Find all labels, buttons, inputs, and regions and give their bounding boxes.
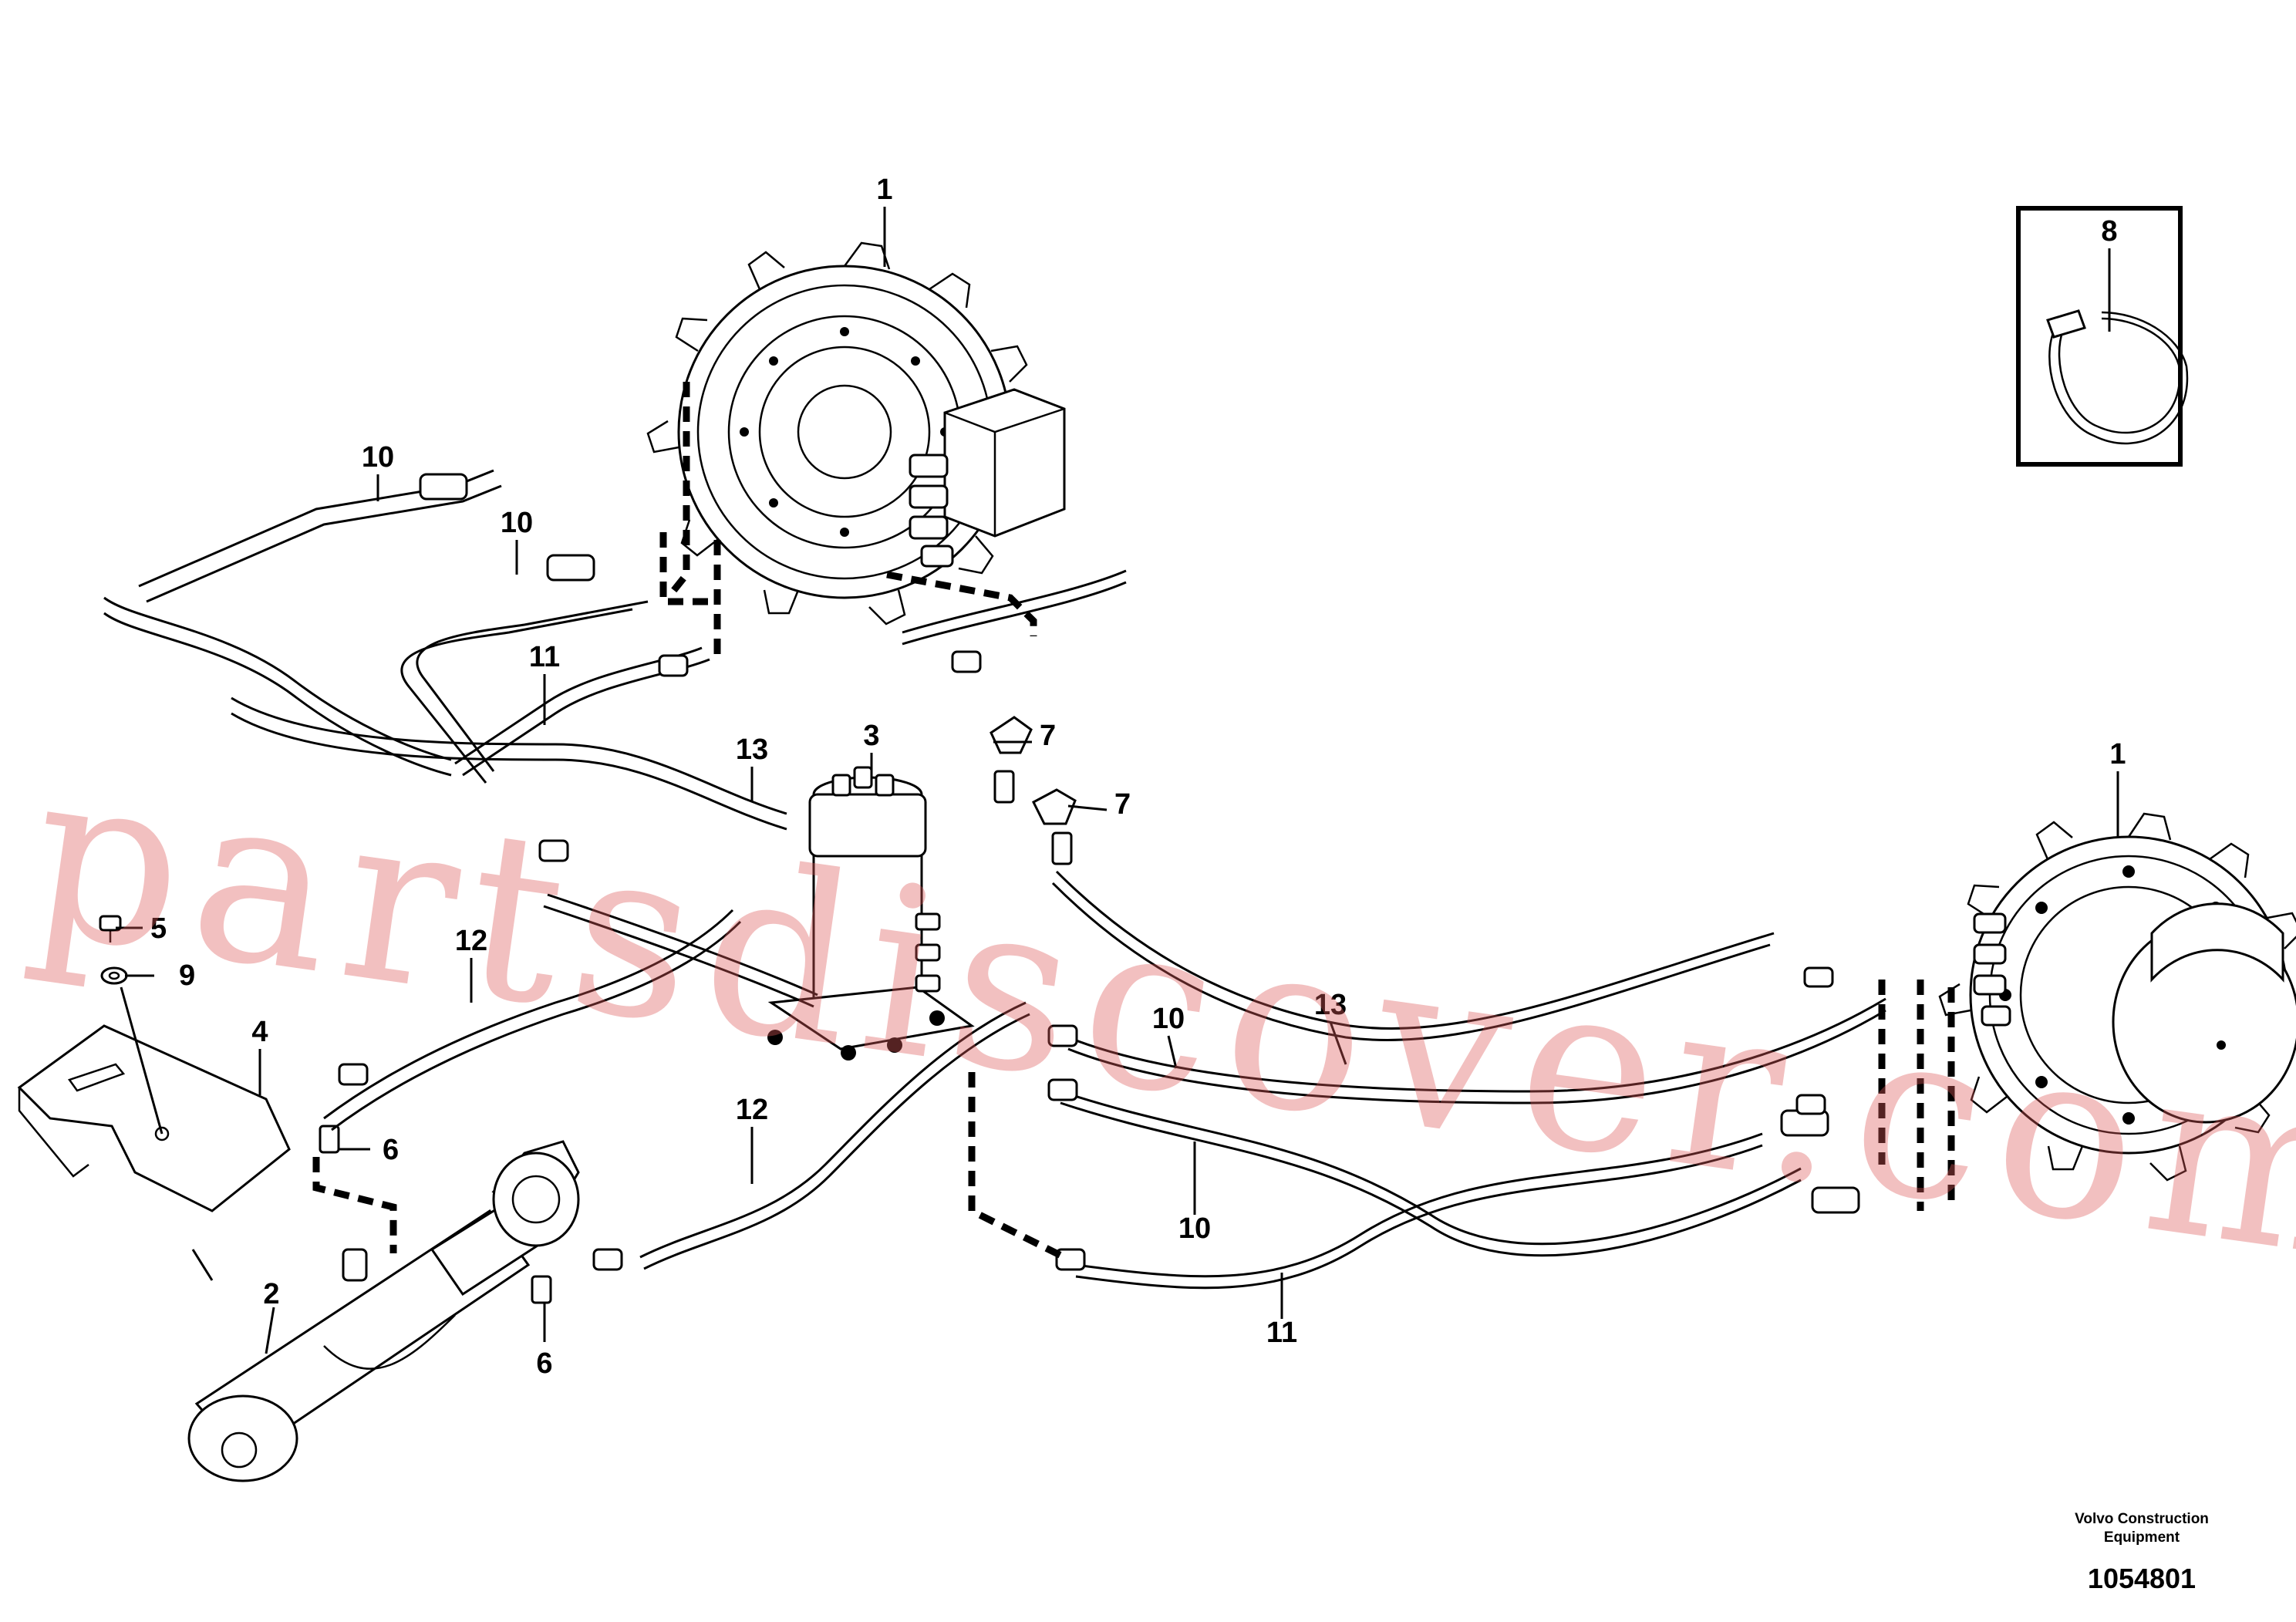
travel-motor-top: [646, 241, 1066, 626]
callout-10-upper-hose-a: 10: [362, 441, 394, 474]
elbow-fitting-item-7-top: [990, 716, 1033, 804]
callout-13-right-pipe: 13: [1314, 989, 1347, 1021]
hydraulic-cylinder: [187, 1140, 580, 1482]
callout-6-fitting-left: 6: [383, 1134, 399, 1166]
washer-item-9: [100, 966, 128, 985]
manufacturer-line-1: Volvo Construction: [2075, 1511, 2209, 1527]
callout-7-elbow-lower: 7: [1114, 788, 1131, 821]
elbow-fitting-item-7-lower: [1032, 788, 1077, 865]
callout-10-lower-hose-b: 10: [1178, 1212, 1211, 1245]
callout-8-cable-tie: 8: [2101, 215, 2117, 248]
fitting-item-6-left: [319, 1125, 340, 1154]
hose-lines: [103, 469, 1886, 1290]
callout-7-elbow-top: 7: [1040, 720, 1056, 752]
callout-2-cylinder: 2: [263, 1278, 279, 1310]
callout-6-fitting-bottom: 6: [536, 1347, 552, 1380]
leader-lines: [116, 207, 2119, 1354]
callout-9-washer: 9: [179, 959, 195, 992]
callout-5-bolt: 5: [150, 912, 167, 945]
callout-labels: 1 1 8 3 10 10 11 13 7 7 13 10 10 11 12 1…: [150, 174, 2126, 1380]
callout-11-lower-hose: 11: [1266, 1317, 1297, 1349]
callout-10-lower-hose-a: 10: [1152, 1003, 1185, 1035]
callout-12-left-hose: 12: [455, 925, 487, 957]
motor-valve-block-top: [909, 388, 1066, 568]
guard-plate: [17, 1024, 291, 1212]
callout-1-top-sprocket: 1: [876, 174, 892, 206]
callout-4-guard-plate: 4: [251, 1016, 268, 1048]
callout-13-left-pipe: 13: [736, 733, 768, 766]
cable-tie-item-8: [2046, 309, 2189, 445]
hidden-lines: [312, 382, 1955, 1261]
figure-number: 1054801: [2087, 1563, 2197, 1594]
callout-1-right-sprocket: 1: [2109, 738, 2126, 771]
callout-12-lower-hose: 12: [736, 1094, 768, 1126]
fitting-item-6-bottom: [531, 1275, 552, 1304]
manufacturer-line-2: Equipment: [2103, 1529, 2180, 1546]
callout-10-upper-hose-b: 10: [501, 507, 533, 539]
drawing-footer: Volvo Construction Equipment 1054801: [2041, 1510, 2242, 1595]
travel-motor-right: [1938, 812, 2296, 1182]
bolt-item-5: [99, 915, 122, 943]
callout-3-swivel-joint: 3: [863, 720, 879, 752]
center-swivel-joint: [767, 766, 975, 1061]
callout-11-upper-hose: 11: [529, 641, 560, 673]
inset-box-item-8: [2016, 206, 2189, 467]
motor-hub-right: [1973, 902, 2296, 1124]
